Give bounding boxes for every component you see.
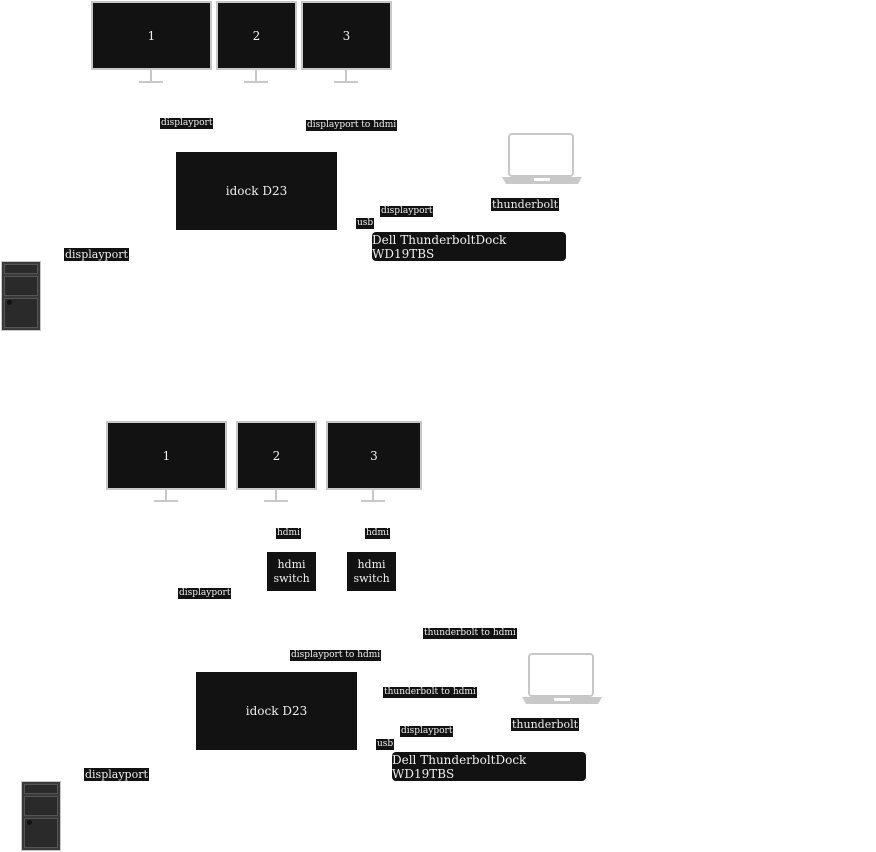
bottom-monitor-1-number: 1 xyxy=(162,448,171,463)
bottom-tower-bay-1 xyxy=(24,784,58,794)
bottom-label-displayport-monitor-1: displayport xyxy=(178,588,232,599)
bottom-label-thunderbolt-to-hdmi-top: thunderbolt to hdmi xyxy=(423,628,517,639)
bottom-monitor-3-stand-neck xyxy=(372,490,374,502)
bottom-hdmi-switch-2: hdmi switch xyxy=(267,552,316,591)
bottom-hdmi-switch-3-label: hdmi switch xyxy=(353,557,390,585)
bottom-label-displayport-to-hdmi: displayport to hdmi xyxy=(290,650,382,661)
bottom-monitor-2-number: 2 xyxy=(272,448,281,463)
top-label-usb: usb xyxy=(356,218,375,229)
bottom-monitor-1: 1 xyxy=(106,421,227,490)
bottom-label-usb: usb xyxy=(376,739,395,750)
bottom-monitor-2-stand-neck xyxy=(275,490,277,502)
top-laptop-icon xyxy=(501,133,583,191)
bottom-tower-bay-2 xyxy=(24,796,58,816)
top-monitor-2-number: 2 xyxy=(252,28,261,43)
bottom-tower-power-led xyxy=(27,820,32,825)
top-monitor-2-stand-base xyxy=(244,81,268,83)
top-idock-d23: idock D23 xyxy=(176,152,337,230)
bottom-dell-dock-label: Dell ThunderboltDock WD19TBS xyxy=(392,752,527,781)
bottom-label-hdmi-monitor-2: hdmi xyxy=(276,528,301,539)
top-label-displayport-to-hdmi: displayport to hdmi xyxy=(306,120,398,131)
top-label-thunderbolt: thunderbolt xyxy=(491,198,560,211)
bottom-label-hdmi-monitor-3: hdmi xyxy=(365,528,390,539)
top-label-displayport-monitor-1: displayport xyxy=(160,118,214,129)
top-monitor-1-stand-base xyxy=(139,81,163,83)
top-dell-dock-label: Dell ThunderboltDock WD19TBS xyxy=(372,232,507,261)
top-monitor-3-stand-base xyxy=(334,81,358,83)
bottom-label-displayport-tower: displayport xyxy=(84,768,149,781)
bottom-monitor-1-stand-neck xyxy=(165,490,167,502)
top-tower-power-led xyxy=(7,300,12,305)
bottom-laptop-icon xyxy=(521,653,603,711)
bottom-hdmi-switch-3: hdmi switch xyxy=(347,552,396,591)
bottom-label-displayport-dock: displayport xyxy=(400,726,454,737)
bottom-desktop-tower-icon xyxy=(21,781,61,851)
bottom-idock-label: idock D23 xyxy=(245,704,308,718)
top-dell-thunderbolt-dock: Dell ThunderboltDock WD19TBS xyxy=(372,232,566,261)
top-label-displayport-tower: displayport xyxy=(64,248,129,261)
bottom-dell-thunderbolt-dock: Dell ThunderboltDock WD19TBS xyxy=(392,752,586,781)
bottom-monitor-1-stand-base xyxy=(154,500,178,502)
bottom-label-thunderbolt: thunderbolt xyxy=(511,718,580,731)
top-desktop-tower-icon xyxy=(1,261,41,331)
top-idock-label: idock D23 xyxy=(225,184,288,198)
top-tower-bay-2 xyxy=(4,276,38,296)
bottom-monitor-3-number: 3 xyxy=(370,448,378,463)
top-label-displayport-dock: displayport xyxy=(380,206,434,217)
top-monitor-1-stand-neck xyxy=(150,70,152,82)
top-monitor-3: 3 xyxy=(301,1,392,70)
top-monitor-2: 2 xyxy=(216,1,297,70)
bottom-hdmi-switch-2-label: hdmi switch xyxy=(273,557,310,585)
bottom-monitor-3: 3 xyxy=(326,421,422,490)
bottom-monitor-2-stand-base xyxy=(264,500,288,502)
bottom-label-thunderbolt-to-hdmi-mid: thunderbolt to hdmi xyxy=(383,687,477,698)
bottom-idock-d23: idock D23 xyxy=(196,672,357,750)
top-monitor-1: 1 xyxy=(91,1,212,70)
top-monitor-2-stand-neck xyxy=(255,70,257,82)
top-monitor-3-number: 3 xyxy=(342,28,351,43)
top-tower-bay-1 xyxy=(4,264,38,274)
top-monitor-1-number: 1 xyxy=(147,28,156,43)
bottom-monitor-3-stand-base xyxy=(361,500,385,502)
bottom-monitor-2: 2 xyxy=(236,421,317,490)
top-monitor-3-stand-neck xyxy=(345,70,347,82)
